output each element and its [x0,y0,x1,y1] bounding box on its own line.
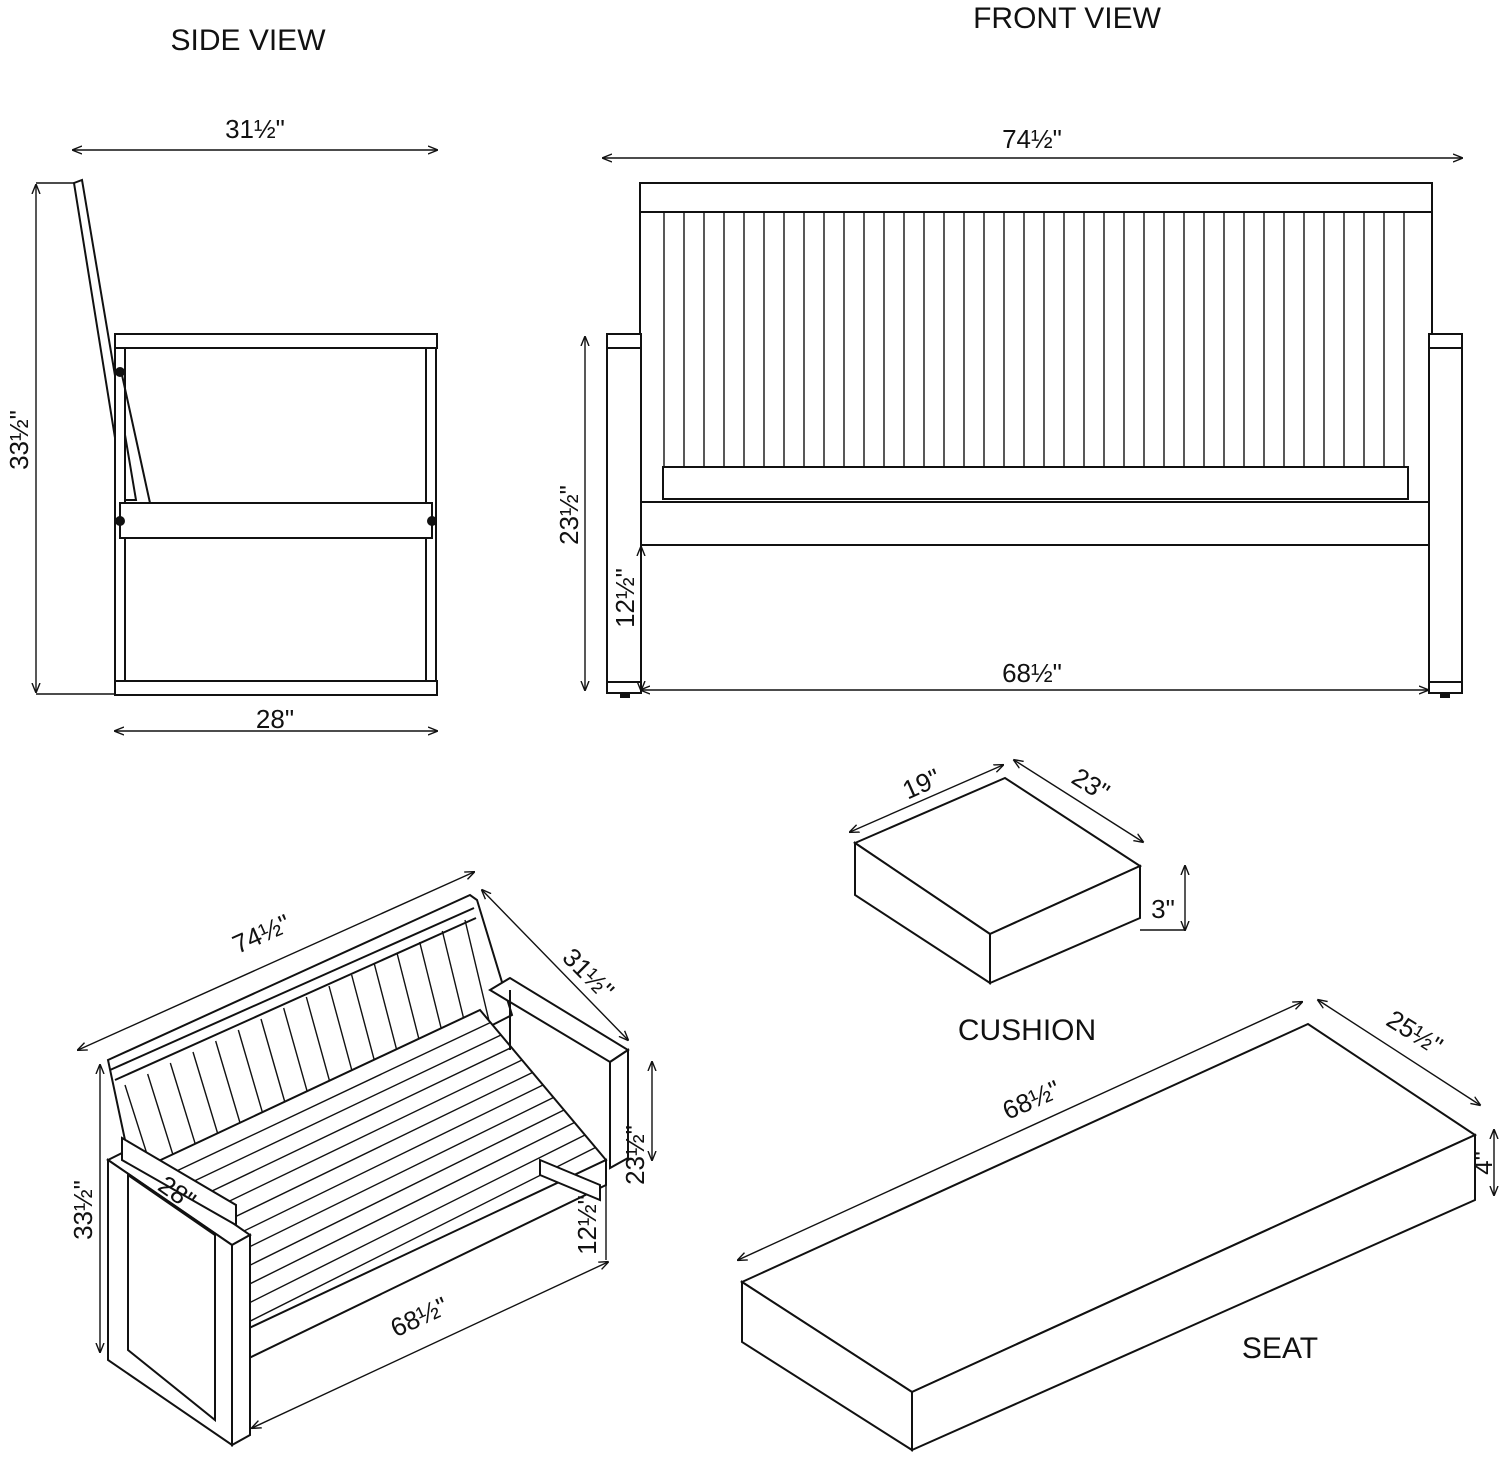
front-inner-width-label: 68½" [1002,658,1062,688]
persp-width-dimension-line [78,872,474,1050]
seat-thickness-label: 4" [1468,1151,1498,1175]
front-seat-rail [639,501,1433,546]
persp-left-arm-post [231,1233,251,1447]
side-seat-rail [119,502,433,539]
cushion-label: CUSHION [958,1014,1096,1047]
front-arm-height-label: 23½" [554,485,584,545]
seat-depth-dimension-line [1318,1000,1480,1105]
side-bolt-icon [427,516,437,526]
side-base-label: 28" [256,704,294,734]
persp-width-label: 74½" [228,908,295,960]
persp-seat-slat [191,1071,533,1239]
front-left-foot [606,681,642,694]
cushion-depth-dimension-line [1014,760,1143,842]
persp-seat-slats [158,1021,596,1327]
seat-length-label: 68½" [998,1074,1065,1126]
front-seat-height-label: 12½" [610,568,640,628]
persp-backrest-top-rail-lower [114,917,477,1081]
persp-seat-slat [174,1046,512,1210]
cushion-view: 19" 23" 3" CUSHION [850,760,1185,1047]
persp-left-side-opening [127,1173,216,1423]
cushion-depth-label: 23" [1067,762,1115,808]
persp-seat-height-label: 12½" [572,1195,602,1255]
side-depth-label: 31½" [225,114,285,144]
persp-backrest-slat [464,919,491,1026]
seat-depth-label: 25½" [1381,1004,1448,1061]
persp-seat-slat [208,1096,554,1268]
front-width-label: 74½" [1002,124,1062,154]
side-bolt-icon [115,516,125,526]
persp-seat-slat [183,1059,523,1224]
side-base-rail [114,680,438,696]
persp-backrest-top-rail [109,907,475,1071]
front-right-glide [1440,693,1450,698]
cushion-width-label: 19" [898,762,945,805]
cushion-thickness-label: 3" [1151,894,1175,924]
persp-height-label: 33½" [68,1180,98,1240]
perspective-view: 74½" 31½" 33½" 23½" 12½" [68,872,652,1447]
cushion-width-dimension-line [850,765,1003,832]
persp-right-base-rail [539,1158,601,1202]
front-view-title: FRONT VIEW [973,2,1161,35]
side-view-title: SIDE VIEW [170,24,326,57]
side-brace [121,374,151,504]
seat-length-dimension-line [738,1002,1302,1260]
side-armrest [114,333,438,349]
persp-seat-slat [166,1034,502,1195]
side-height-label: 33½" [4,410,34,470]
front-right-foot [1428,681,1463,694]
persp-left-seat-rail [121,1136,237,1227]
seat-label: SEAT [1242,1332,1318,1365]
seat-view: 68½" 25½" 4" SEAT [738,1000,1498,1452]
side-bolt-icon [115,367,125,377]
persp-depth-dimension-line [482,890,628,1040]
persp-inner-width-label: 68½" [386,1291,453,1343]
persp-seat-slat [158,1021,491,1181]
persp-seat-slat [216,1109,565,1283]
side-view: SIDE VIEW 31½" 33½" 28" [4,24,438,734]
persp-depth-label: 31½" [557,942,621,1006]
persp-inner-width-dimension-line [252,1262,608,1428]
front-seat-cushion [662,466,1409,500]
cushion-side-face [989,864,1141,985]
persp-seat-slat [199,1084,544,1254]
front-view: FRONT VIEW 74½" 23½" 12½" 68½" [554,2,1463,698]
persp-right-arm-post [609,1048,629,1170]
front-left-arm [606,333,642,683]
persp-arm-height-label: 23½" [620,1125,650,1185]
front-right-arm [1428,333,1463,683]
front-left-glide [620,693,630,698]
